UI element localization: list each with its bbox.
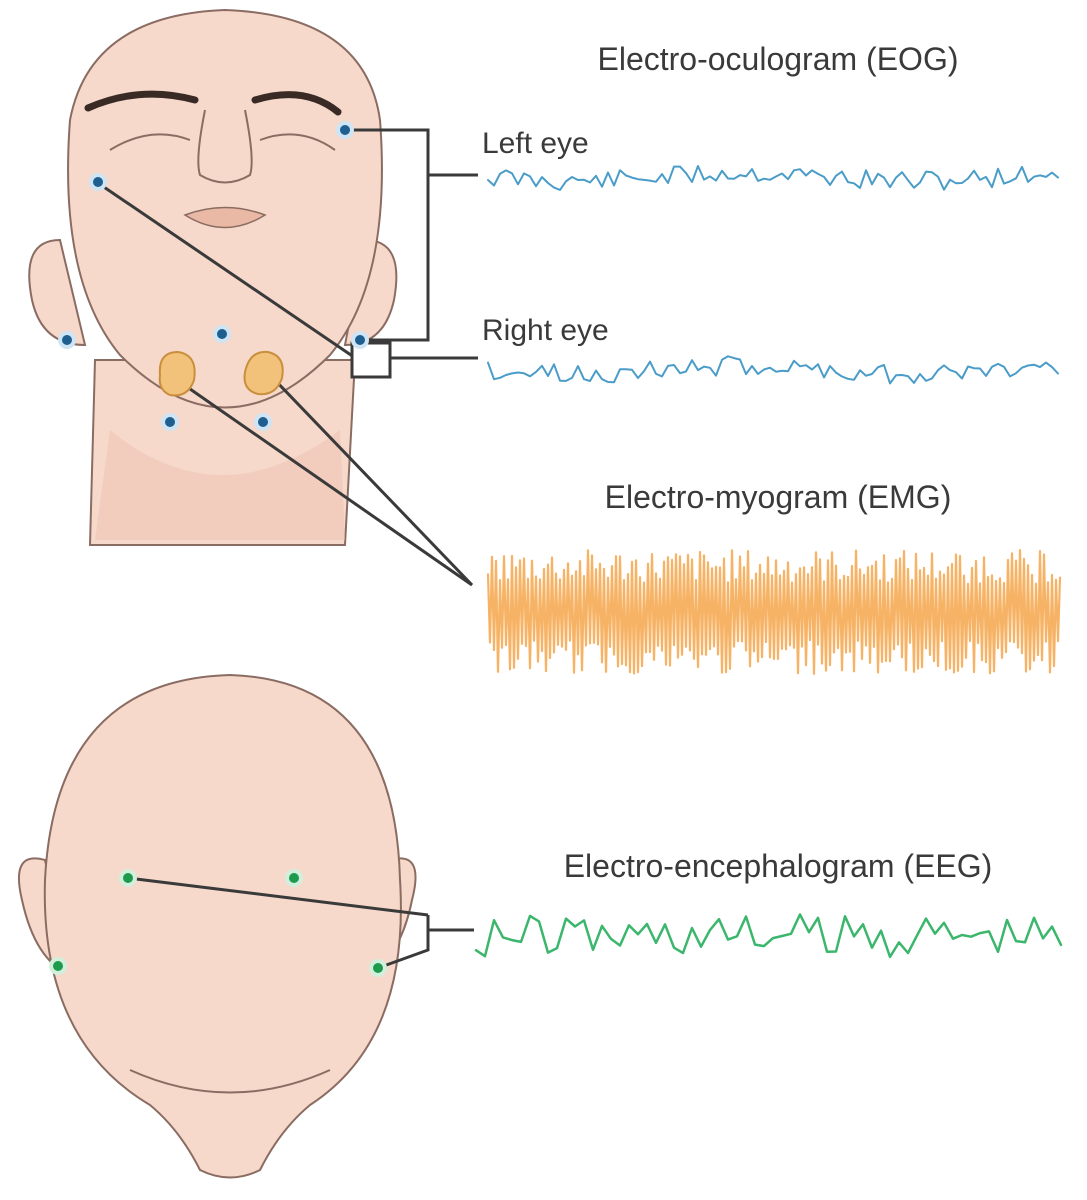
electrode xyxy=(351,331,369,349)
emg-electrodes xyxy=(158,350,284,397)
electrode xyxy=(58,331,76,349)
emg-trace xyxy=(486,549,1062,675)
emg-electrode-right xyxy=(243,350,284,396)
eog-electrodes xyxy=(58,121,369,431)
electrode xyxy=(285,869,303,887)
lead-wires xyxy=(97,128,478,970)
right-eye-eog-trace xyxy=(487,355,1059,385)
eeg-lead-scalp xyxy=(127,876,429,917)
eeg-lead-bracket xyxy=(377,915,430,970)
eog-lead-bracket xyxy=(345,128,430,342)
face-illustration xyxy=(28,8,398,546)
electrode xyxy=(254,413,272,431)
eeg-title: Electro-encephalogram (EEG) xyxy=(564,848,993,884)
electrode xyxy=(369,959,387,977)
right-eye-label: Right eye xyxy=(482,314,609,347)
electrode xyxy=(213,325,231,343)
eog-title: Electro-oculogram (EOG) xyxy=(598,41,959,77)
electrode xyxy=(336,121,354,139)
left-eye-eog-trace xyxy=(487,165,1059,191)
scalp-illustration xyxy=(17,673,417,1179)
eeg-trace xyxy=(474,913,1063,959)
emg-lead-1 xyxy=(179,380,473,587)
electrode xyxy=(49,957,67,975)
emg-title: Electro-myogram (EMG) xyxy=(605,479,952,515)
left-eye-label: Left eye xyxy=(482,127,589,160)
electrode xyxy=(89,173,107,191)
emg-electrode-left xyxy=(158,350,196,397)
eeg-electrodes xyxy=(49,869,387,977)
eog-diagonal-lead xyxy=(97,181,371,370)
electrode xyxy=(161,413,179,431)
electrode xyxy=(119,869,137,887)
emg-lead-2 xyxy=(270,375,474,587)
